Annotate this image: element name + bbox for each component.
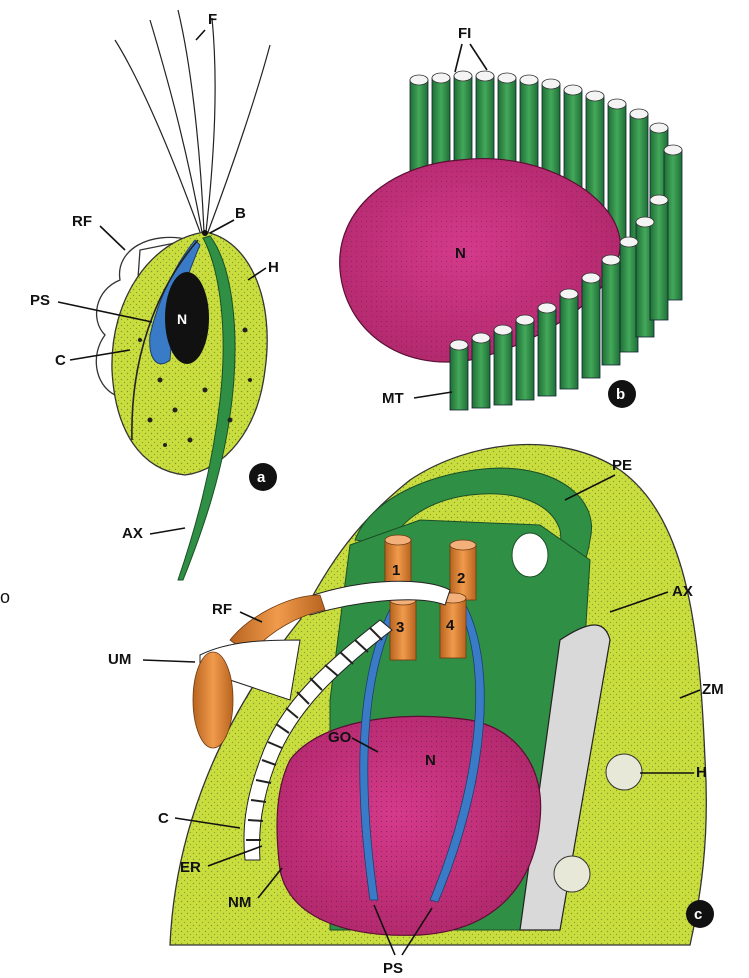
- pointer-F: [196, 30, 205, 40]
- pointer-FI-1: [455, 44, 462, 72]
- basal-label-1: 1: [392, 562, 400, 579]
- label-ZM: ZM: [702, 681, 724, 698]
- label-N-c: N: [425, 752, 436, 769]
- label-AX-a: AX: [122, 525, 143, 542]
- label-AX-c: AX: [672, 583, 693, 600]
- label-MT: MT: [382, 390, 404, 407]
- basal-label-3: 3: [396, 619, 404, 636]
- label-N-b: N: [455, 245, 466, 262]
- pointer-B: [210, 220, 234, 233]
- label-F: F: [208, 11, 217, 28]
- label-ER: ER: [180, 859, 201, 876]
- label-C-a: C: [55, 352, 66, 369]
- label-GO: GO: [328, 729, 352, 746]
- panel-b-label: b: [616, 386, 625, 403]
- basal-label-2: 2: [457, 570, 465, 587]
- label-B: B: [235, 205, 246, 222]
- panel-a-label: a: [257, 469, 266, 486]
- pointer-UM: [143, 660, 195, 662]
- label-RF-c: RF: [212, 601, 232, 618]
- basal-body-a: [202, 230, 208, 236]
- panel-b: FI N MT b: [340, 25, 682, 410]
- hydrogenosome-c-2: [554, 856, 590, 892]
- label-H-a: H: [268, 259, 279, 276]
- label-N-a: N: [177, 311, 187, 327]
- label-C-c: C: [158, 810, 169, 827]
- basal-label-4: 4: [446, 617, 455, 634]
- label-PS-c: PS: [383, 960, 403, 977]
- side-letter: o: [0, 587, 10, 607]
- label-H-c: H: [696, 764, 707, 781]
- orange-bulb-c: [193, 652, 233, 748]
- label-NM: NM: [228, 894, 251, 911]
- label-PE: PE: [612, 457, 632, 474]
- pointer-MT: [414, 392, 452, 398]
- pointer-RF-a: [100, 226, 125, 250]
- hydrogenosome-c-1: [606, 754, 642, 790]
- panel-c-label: c: [694, 906, 702, 923]
- flagella-lines: [115, 10, 270, 232]
- label-PS-a: PS: [30, 292, 50, 309]
- panel-a: F B RF H PS N C AX a: [30, 10, 279, 580]
- label-UM: UM: [108, 651, 131, 668]
- pointer-FI-2: [470, 44, 487, 70]
- label-FI: FI: [458, 25, 471, 42]
- pointer-AX-a: [150, 528, 185, 534]
- label-RF-a: RF: [72, 213, 92, 230]
- pelta-opening: [512, 533, 548, 577]
